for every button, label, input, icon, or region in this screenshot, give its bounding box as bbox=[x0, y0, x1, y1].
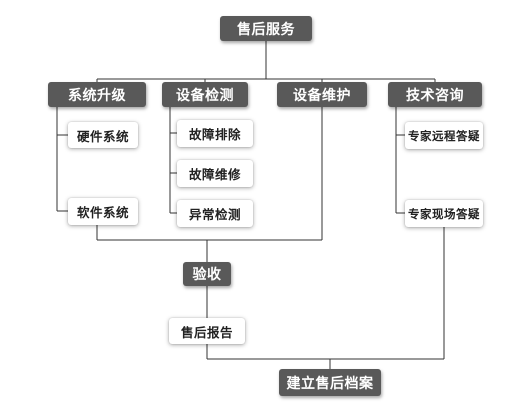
archive-node: 建立售后档案 bbox=[279, 369, 381, 396]
category-maintenance: 设备维护 bbox=[277, 82, 367, 107]
category-consulting: 技术咨询 bbox=[388, 82, 482, 107]
category-inspection: 设备检测 bbox=[162, 82, 248, 107]
item-software-system: 软件系统 bbox=[68, 198, 138, 225]
item-expert-onsite: 专家现场答疑 bbox=[405, 200, 483, 227]
report-node: 售后报告 bbox=[169, 318, 245, 344]
acceptance-node: 验收 bbox=[183, 262, 231, 286]
item-anomaly-detection: 异常检测 bbox=[177, 200, 253, 227]
item-hardware-system: 硬件系统 bbox=[68, 122, 138, 148]
item-expert-remote: 专家远程答疑 bbox=[405, 122, 483, 149]
item-troubleshoot: 故障排除 bbox=[177, 120, 253, 147]
root-node: 售后服务 bbox=[220, 16, 312, 41]
category-upgrade: 系统升级 bbox=[48, 82, 146, 107]
item-repair: 故障维修 bbox=[177, 160, 253, 187]
